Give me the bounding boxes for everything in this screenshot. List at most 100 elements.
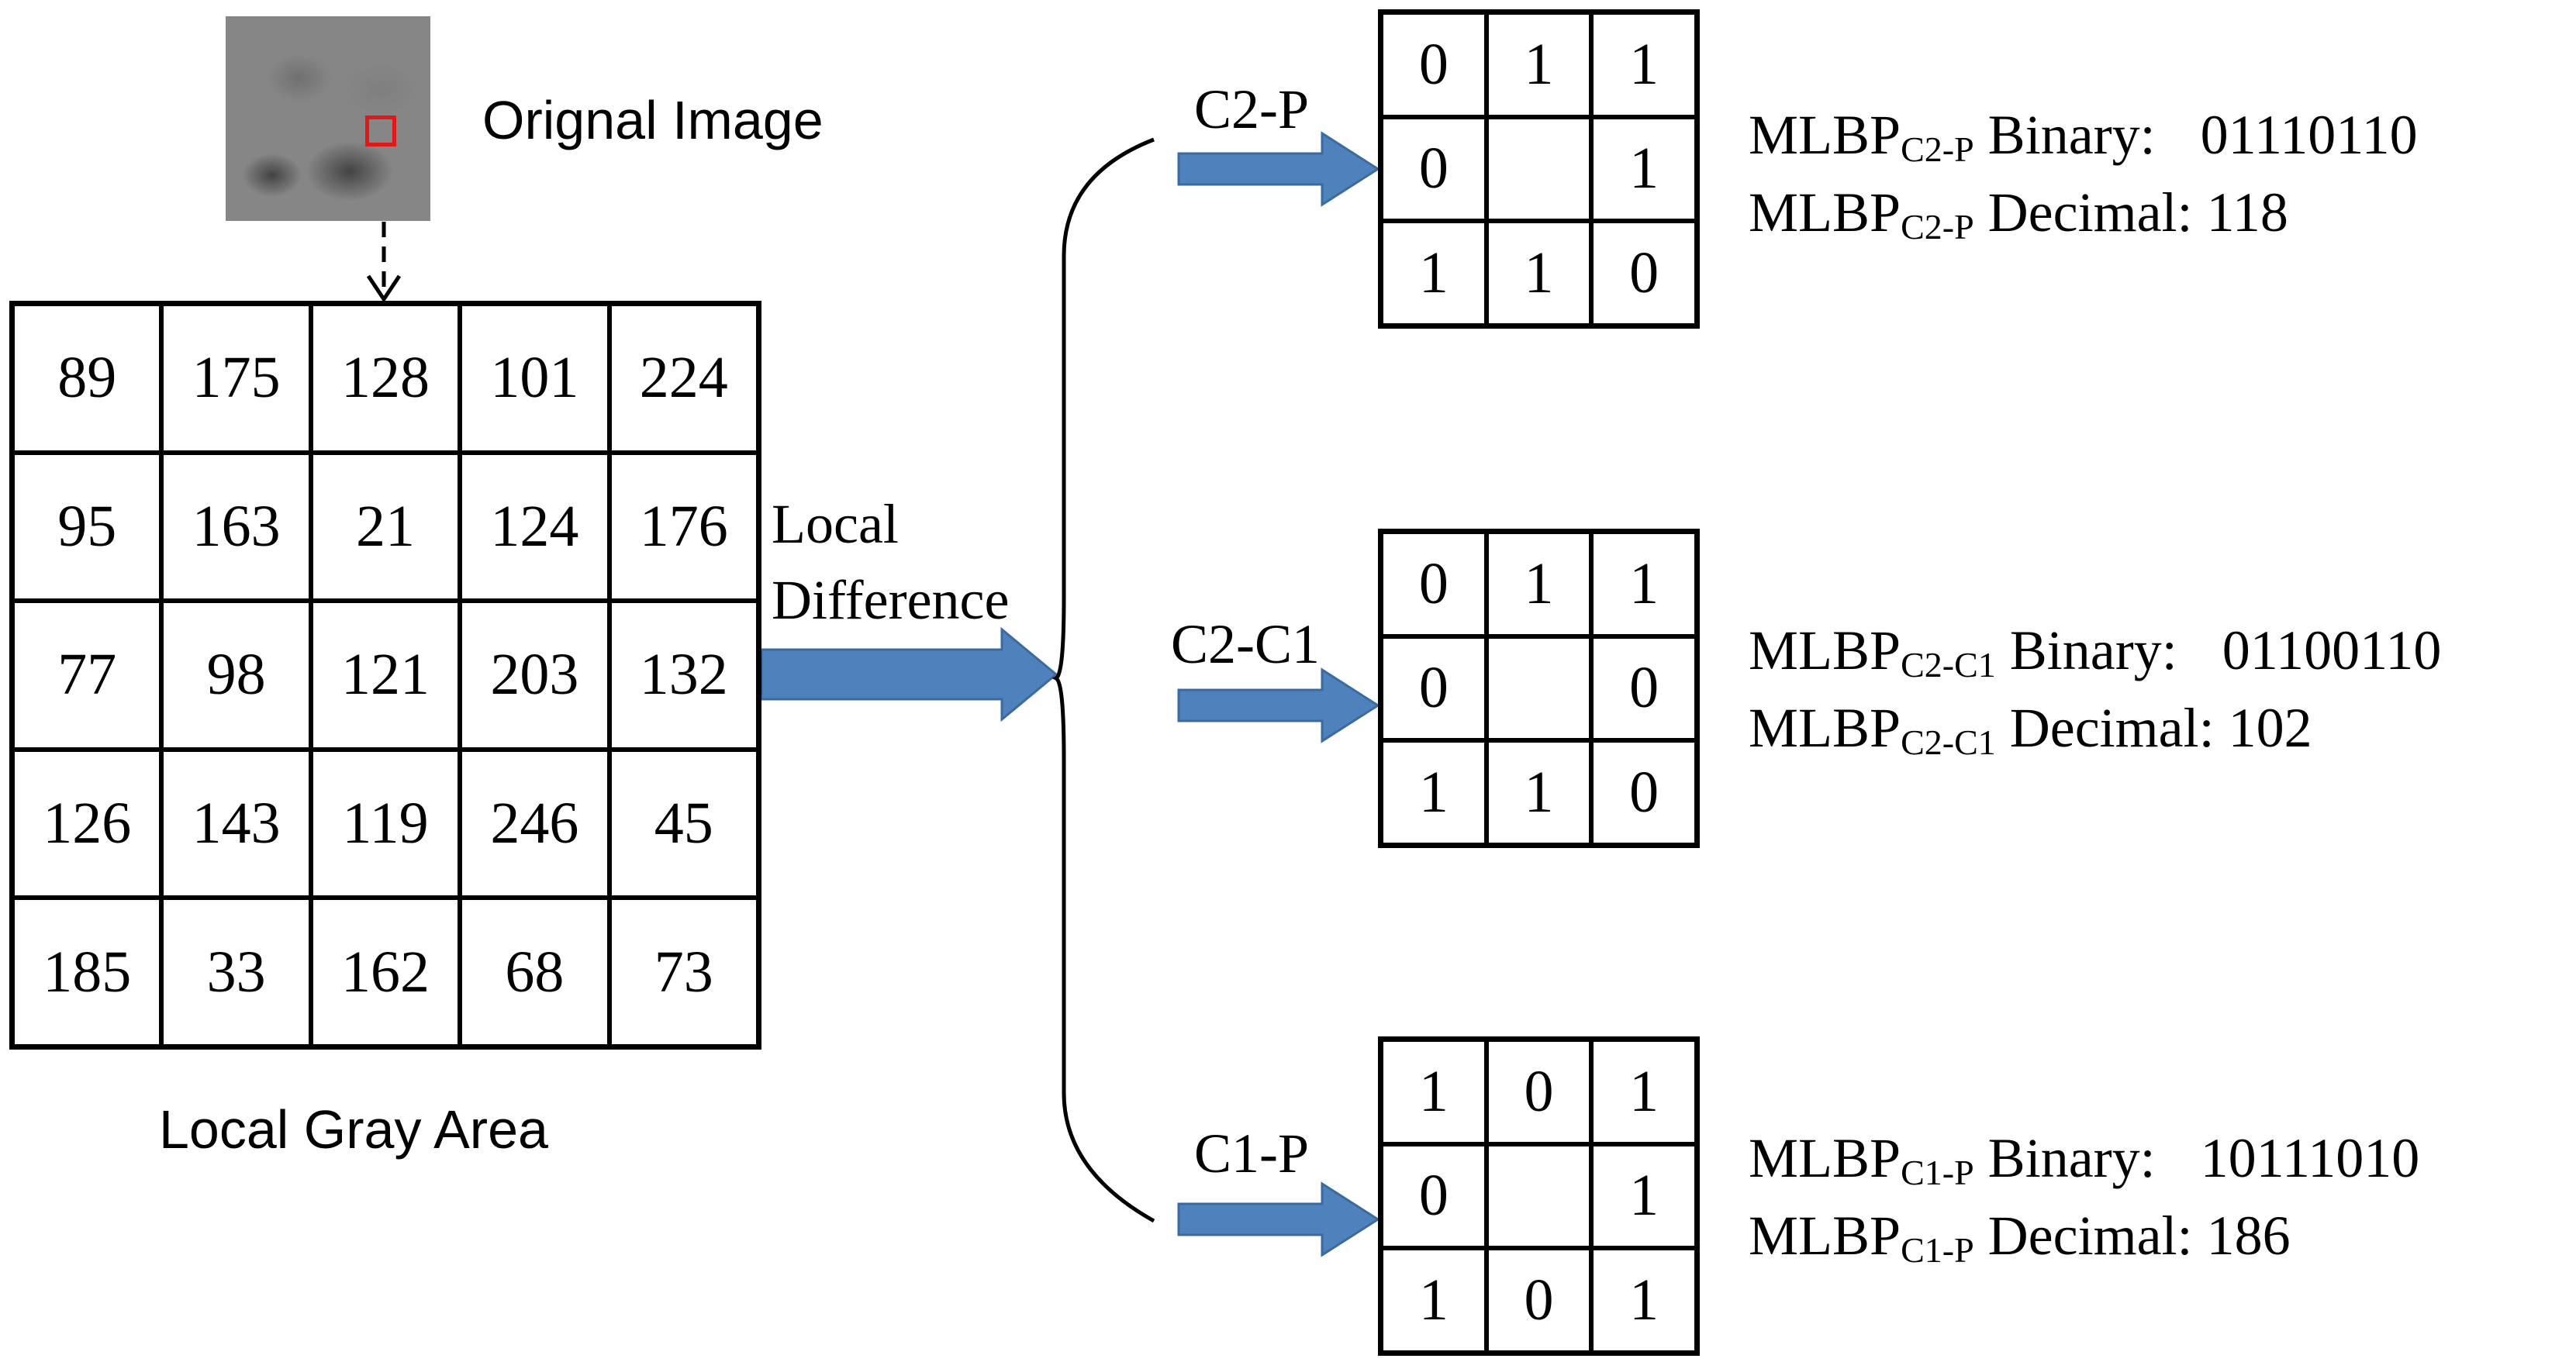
- gray-cell: 128: [310, 304, 461, 453]
- result-c2-p: MLBPC2-P Binary: 01110110 MLBPC2-P Decim…: [1749, 104, 2418, 302]
- binary-value: 01110110: [2200, 104, 2418, 166]
- decimal-label: Decimal:: [2009, 697, 2215, 759]
- decimal-value: 186: [2206, 1205, 2291, 1267]
- binary-line: MLBPC2-C1 Binary: 01100110: [1749, 619, 2442, 698]
- gray-cell: 68: [460, 898, 609, 1046]
- gray-cell: 163: [161, 452, 311, 602]
- pattern-cell: 0: [1591, 221, 1697, 326]
- pattern-cell: 1: [1381, 740, 1487, 845]
- pattern-cell: 1: [1486, 532, 1592, 636]
- decimal-value: 102: [2228, 697, 2312, 759]
- center-cell: [1486, 1143, 1592, 1249]
- original-image-label: Orignal Image: [482, 90, 824, 150]
- gray-cell: 203: [460, 601, 609, 750]
- pattern-cell: 1: [1591, 12, 1697, 117]
- gray-cell: 143: [161, 749, 311, 898]
- pattern-cell: 1: [1381, 221, 1487, 326]
- pattern-cell: 1: [1591, 532, 1697, 636]
- pattern-cell: 0: [1381, 532, 1487, 636]
- decimal-label: Decimal:: [1987, 1205, 2193, 1267]
- pattern-cell: 0: [1486, 1248, 1592, 1353]
- binary-label: Binary:: [1987, 1127, 2156, 1189]
- gray-cell: 126: [12, 749, 162, 898]
- branch-label-c2-c1: C2-C1: [1171, 613, 1321, 675]
- pattern-cell: 1: [1381, 1040, 1487, 1144]
- mlbp-prefix: MLBP: [1749, 697, 1901, 759]
- binary-value: 01100110: [2222, 619, 2442, 681]
- dashed-pointer-arrowhead: [366, 274, 402, 303]
- pattern-cell: 1: [1486, 740, 1592, 845]
- gray-cell: 121: [310, 601, 461, 750]
- decimal-line: MLBPC2-P Decimal: 118: [1749, 181, 2418, 302]
- decimal-label: Decimal:: [1987, 181, 2193, 243]
- pattern-cell: 1: [1486, 12, 1592, 117]
- pattern-cell: 0: [1381, 12, 1487, 117]
- gray-cell: 124: [460, 452, 609, 602]
- gray-cell: 175: [161, 304, 311, 453]
- local-difference-line2: Difference: [772, 569, 1010, 631]
- gray-cell: 73: [609, 898, 758, 1046]
- mlbp-subscript: C2-P: [1901, 129, 1974, 169]
- center-cell: [1486, 636, 1592, 741]
- original-image-thumbnail: [226, 16, 430, 221]
- pattern-cell: 1: [1381, 1248, 1487, 1353]
- pattern-cell: 1: [1591, 1248, 1697, 1353]
- local-difference-arrow: [760, 626, 1058, 722]
- pattern-cell: 0: [1381, 636, 1487, 741]
- result-c2-c1: MLBPC2-C1 Binary: 01100110 MLBPC2-C1 Dec…: [1749, 619, 2442, 818]
- branch-label-c2-p: C2-P: [1194, 78, 1310, 140]
- gray-cell: 98: [161, 601, 311, 750]
- binary-label: Binary:: [2009, 619, 2177, 681]
- center-cell: [1486, 116, 1592, 222]
- gray-cell: 176: [609, 452, 758, 602]
- pattern-cell: 1: [1591, 1040, 1697, 1144]
- gray-cell: 119: [310, 749, 461, 898]
- gray-cell: 21: [310, 452, 461, 602]
- decimal-line: MLBPC1-P Decimal: 186: [1749, 1205, 2419, 1326]
- decimal-value: 118: [2206, 181, 2288, 243]
- local-difference-line1: Local: [772, 493, 899, 555]
- arrow-c2-c1: [1177, 667, 1380, 743]
- pattern-cell: 0: [1381, 116, 1487, 222]
- binary-label: Binary:: [1987, 104, 2156, 166]
- mlbp-subscript: C1-P: [1901, 1230, 1974, 1270]
- gray-cell: 246: [460, 749, 609, 898]
- mlbp-subscript: C2-C1: [1901, 645, 1996, 684]
- pattern-cell: 0: [1591, 740, 1697, 845]
- gray-cell: 132: [609, 601, 758, 750]
- gray-cell: 77: [12, 601, 162, 750]
- mlbp-subscript: C2-C1: [1901, 722, 1996, 762]
- mlbp-prefix: MLBP: [1749, 1127, 1901, 1189]
- mlbp-prefix: MLBP: [1749, 619, 1901, 681]
- pattern-cell: 1: [1591, 1143, 1697, 1249]
- mlbp-prefix: MLBP: [1749, 104, 1901, 166]
- local-gray-area-label: Local Gray Area: [159, 1099, 548, 1160]
- decimal-line: MLBPC2-C1 Decimal: 102: [1749, 697, 2441, 818]
- gray-cell: 224: [609, 304, 758, 453]
- roi-box: [365, 116, 396, 147]
- gray-cell: 162: [310, 898, 461, 1046]
- mlbp-subscript: C1-P: [1901, 1153, 1974, 1192]
- branch-label-c1-p: C1-P: [1194, 1122, 1310, 1184]
- pattern-cell: 1: [1591, 116, 1697, 222]
- mlbp-subscript: C2-P: [1901, 207, 1974, 247]
- pattern-cell: 1: [1486, 221, 1592, 326]
- arrow-c2-p: [1177, 131, 1380, 207]
- result-c1-p: MLBPC1-P Binary: 10111010 MLBPC1-P Decim…: [1749, 1127, 2420, 1326]
- branch-brace: [1051, 137, 1155, 1223]
- binary-value: 10111010: [2200, 1127, 2420, 1189]
- arrow-c1-p: [1177, 1181, 1380, 1257]
- pattern-cell: 0: [1591, 636, 1697, 741]
- binary-line: MLBPC1-P Binary: 10111010: [1749, 1127, 2420, 1205]
- gray-cell: 101: [460, 304, 609, 453]
- mlbp-prefix: MLBP: [1749, 1205, 1901, 1267]
- gray-cell: 95: [12, 452, 162, 602]
- mlbp-prefix: MLBP: [1749, 181, 1901, 243]
- gray-cell: 185: [12, 898, 162, 1046]
- pattern-cell: 0: [1381, 1143, 1487, 1249]
